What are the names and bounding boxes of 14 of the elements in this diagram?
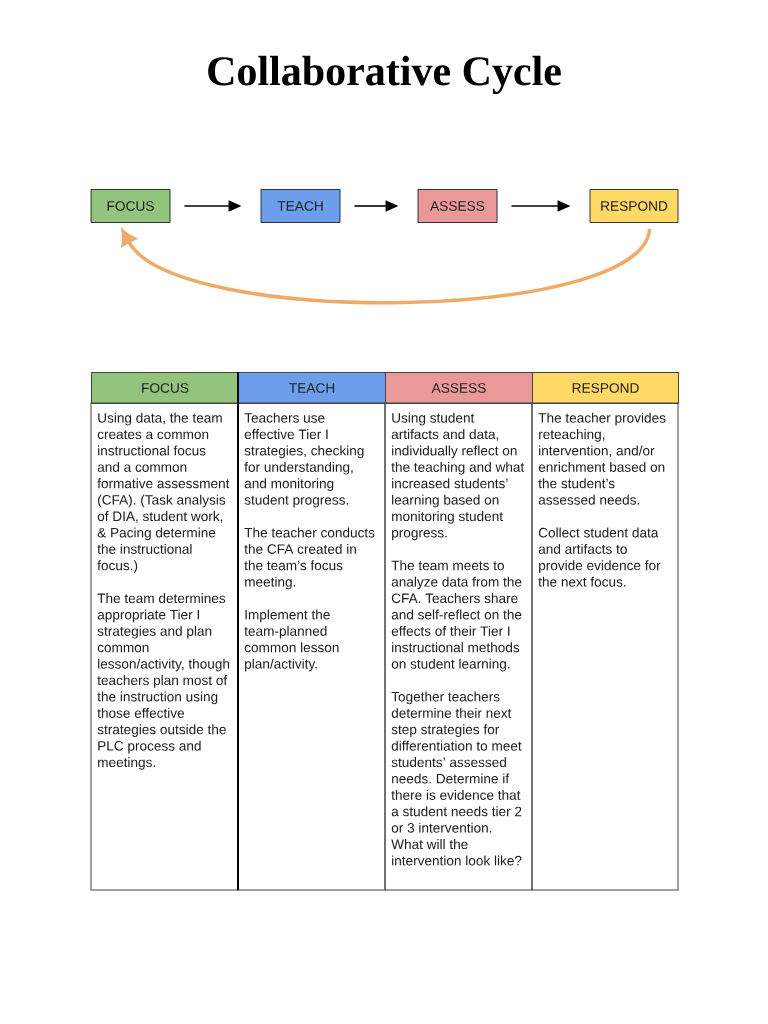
table-cell: Teachers use effective Tier I strategies, checking for understanding, and monitoring student progress. The teacher conducts the CFA created in the team’s focus meeting. Implement the team-planned common lesson plan/activity. bbox=[237, 402, 386, 891]
step-box: TEACH bbox=[260, 189, 341, 223]
table-header: ASSESS bbox=[385, 372, 533, 404]
table-header: FOCUS bbox=[91, 372, 239, 404]
title: Collaborative Cycle bbox=[208, 55, 561, 95]
table-cell: The teacher provides reteaching, intervention, and/or enrichment based on the student’s assessed needs. Collect student data and artifacts to provide evidence for the next focus. bbox=[531, 402, 679, 891]
step-box: FOCUS bbox=[90, 189, 171, 223]
table-header: RESPOND bbox=[532, 372, 679, 404]
table-cell: Using data, the team creates a common instructional focus and a common formative assessment (CFA). (Task analysis of DIA, student work, & Pacing determine the instructional focus.) The team determines appropriate Tier I strategies and plan common lesson/activity, though teachers plan most of the instruction using those effective strategies outside the PLC process and meetings. bbox=[90, 402, 239, 891]
table-cell: Using student artifacts and data, individually reflect on the teaching and what increased students’ learning based on monitoring student progress. The team meets to analyze data from the CFA. Teachers share and self-reflect on the effects of their Tier I instructional methods on student learning. Together teachers determine their next step strategies for differentiation to meet students’ assessed needs. Determine if there is evidence that a student needs tier 2 or 3 intervention. What will the intervention look like? bbox=[384, 402, 533, 891]
step-box: ASSESS bbox=[417, 189, 498, 223]
step-box: RESPOND bbox=[589, 189, 679, 223]
table-header: TEACH bbox=[238, 372, 386, 404]
curved-arrow bbox=[121, 228, 652, 305]
